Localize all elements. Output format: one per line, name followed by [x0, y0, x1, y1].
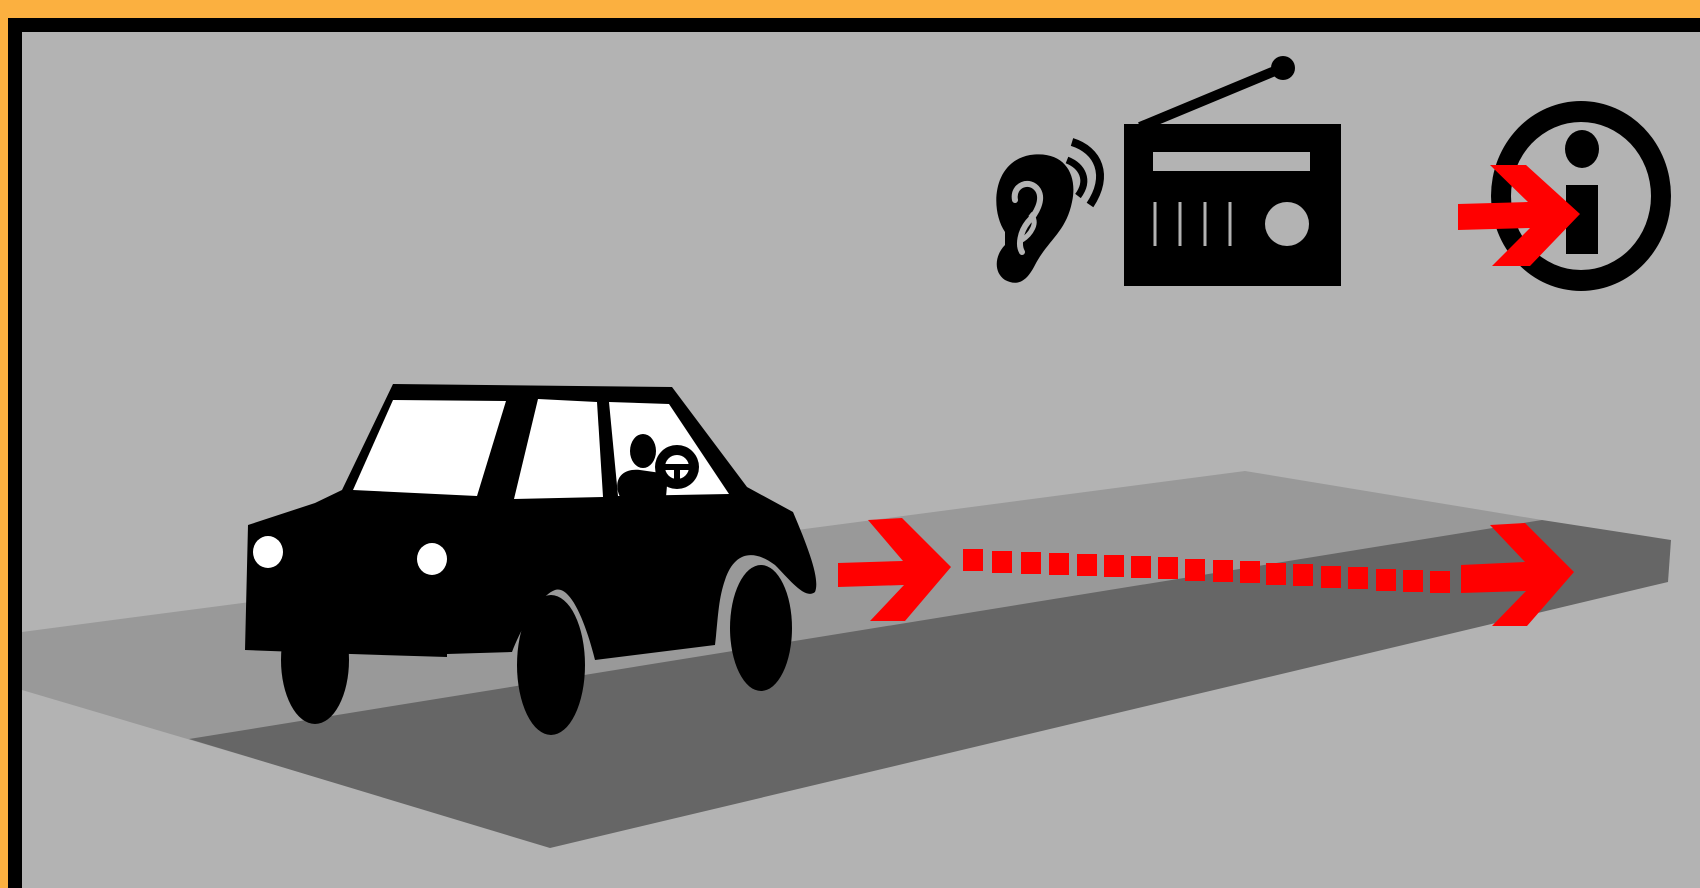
radio-knob [1265, 202, 1309, 246]
headlight-right [417, 543, 447, 575]
driver-head [630, 434, 656, 468]
steering-wheel-icon [655, 445, 699, 489]
radio-dial [1153, 152, 1310, 171]
headlight-left [253, 536, 283, 568]
radio-body [1124, 124, 1341, 286]
front-right-wheel [730, 565, 792, 691]
